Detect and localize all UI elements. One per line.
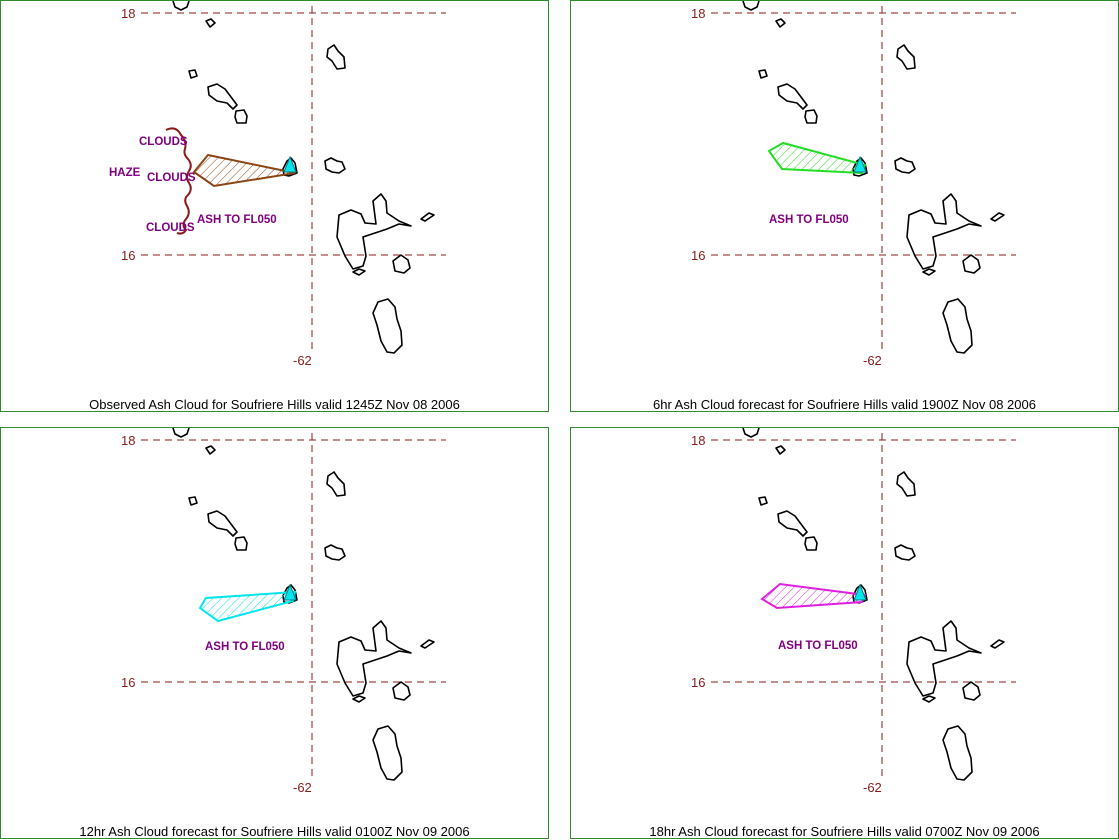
ash-cloud-polygon [767, 141, 867, 175]
clouds-label-bottom: CLOUDS [146, 222, 195, 234]
panel-caption: Observed Ash Cloud for Soufriere Hills v… [89, 397, 460, 412]
map-canvas: 18 16 -62 CLOUDS HAZE CLOUDS CLOUDS [109, 1, 446, 368]
volcano-triangle-icon [283, 583, 297, 601]
haze-label: HAZE [109, 167, 141, 179]
ash-cloud-polygon [192, 153, 296, 188]
panel-caption: 6hr Ash Cloud forecast for Soufriere Hil… [653, 397, 1036, 412]
map-panel-6hr: 18 16 -62 ASH TO FL050 6hr Ash Cloud for… [570, 0, 1119, 412]
ash-level-label: ASH TO FL050 [205, 641, 285, 653]
lat-lon-grid [711, 6, 1016, 349]
panel-caption: 12hr Ash Cloud forecast for Soufriere Hi… [79, 824, 470, 839]
island-nevis [234, 109, 248, 124]
clouds-label-mid: CLOUDS [147, 172, 196, 184]
ash-level-label: ASH TO FL050 [197, 214, 277, 226]
lon-62-label: -62 [863, 780, 882, 795]
lat-lon-grid [141, 6, 446, 349]
lat-18-label: 18 [121, 6, 135, 21]
volcano-triangle-icon [853, 583, 867, 601]
island-marie-galante [392, 254, 411, 274]
island-la-desirade [420, 212, 435, 222]
ash-level-label: ASH TO FL050 [769, 214, 849, 226]
island-barbuda [326, 44, 346, 70]
ash-level-label: ASH TO FL050 [778, 640, 858, 652]
island-coastlines [742, 428, 1005, 781]
island-sint-maarten [205, 18, 216, 28]
lon-62-label: -62 [863, 353, 882, 368]
island-st-kitts-nevis [207, 83, 238, 110]
lat-18-label: 18 [691, 433, 705, 448]
island-guadeloupe [336, 193, 412, 270]
lat-18-label: 18 [691, 6, 705, 21]
island-les-saintes [352, 268, 366, 276]
lat-18-label: 18 [121, 433, 135, 448]
map-canvas: 18 16 -62 ASH TO FL050 [691, 428, 1016, 795]
lat-16-label: 16 [691, 248, 705, 263]
cloud-boundary-line [165, 127, 192, 235]
volcano-triangle-icon [853, 155, 867, 173]
island-coastlines [742, 1, 1005, 354]
panel-caption: 18hr Ash Cloud forecast for Soufriere Hi… [649, 824, 1040, 839]
ash-cloud-polygon [760, 582, 867, 610]
volcano-triangle-icon [283, 155, 297, 173]
island-saba [188, 69, 198, 79]
clouds-label-top: CLOUDS [139, 136, 188, 148]
weather-phenomena: CLOUDS HAZE CLOUDS CLOUDS [109, 127, 196, 235]
lon-62-label: -62 [293, 353, 312, 368]
island-coastlines [172, 428, 435, 781]
map-canvas: 18 16 -62 ASH TO FL050 [121, 428, 446, 795]
island-antigua [324, 157, 346, 174]
map-canvas: 18 16 -62 ASH TO FL050 [691, 1, 1016, 368]
lat-16-label: 16 [121, 248, 135, 263]
lat-lon-grid [711, 433, 1016, 776]
island-coastlines [172, 1, 435, 354]
lat-16-label: 16 [691, 675, 705, 690]
ash-cloud-polygon [198, 590, 297, 623]
island-dominica [372, 298, 403, 354]
lat-16-label: 16 [121, 675, 135, 690]
map-panel-observed: 18 16 -62 CLOUDS HAZE CLOUDS CLOUDS [0, 0, 549, 412]
lat-lon-grid [141, 433, 446, 776]
island-anguilla [172, 1, 190, 11]
lon-62-label: -62 [293, 780, 312, 795]
map-panel-18hr: 18 16 -62 ASH TO FL050 18hr Ash Cloud fo… [570, 427, 1119, 839]
map-panel-12hr: 18 16 -62 ASH TO FL050 12hr Ash Cloud fo… [0, 427, 549, 839]
